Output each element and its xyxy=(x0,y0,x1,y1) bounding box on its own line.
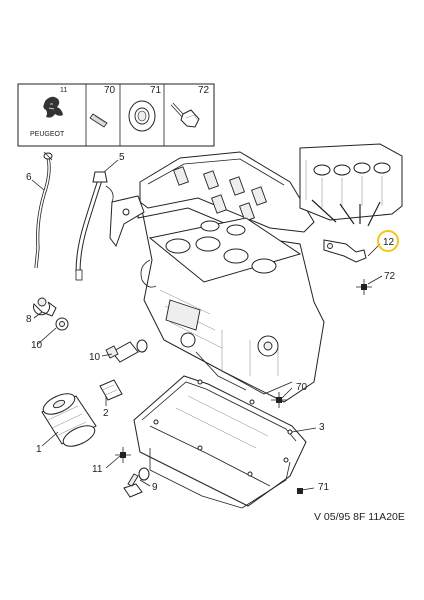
inset-crankcase xyxy=(299,143,403,227)
callout-8: 8 xyxy=(26,314,32,325)
pin-icon xyxy=(89,113,108,128)
legend-col-label-70: 70 xyxy=(104,85,116,96)
reference-code: V 05/95 8F 11A20E xyxy=(314,511,405,523)
callout-70: 70 xyxy=(296,382,308,393)
peugeot-lion-icon xyxy=(43,96,63,118)
legend-col-label-71: 71 xyxy=(150,85,162,96)
dipstick xyxy=(34,151,53,269)
highlight-ring xyxy=(377,230,399,252)
seal-washer-icon xyxy=(128,100,156,132)
callout-10-sensor: 10 xyxy=(31,340,43,351)
oil-sump xyxy=(133,375,307,509)
oil-filter xyxy=(41,393,97,447)
leader-lines xyxy=(31,159,383,491)
legend-col-label-11: 11 xyxy=(60,87,67,94)
legend-brand-text: PEUGEOT xyxy=(30,131,65,138)
assembly-markers xyxy=(115,279,372,494)
callout-12: 12 xyxy=(383,237,395,248)
legend-col-label-72: 72 xyxy=(198,85,210,96)
piston-oil-jet xyxy=(323,239,367,263)
callout-labels: 1 2 3 5 6 8 9 10 10 11 12 70 71 72 xyxy=(26,152,396,493)
callout-11: 11 xyxy=(92,464,103,475)
callout-72: 72 xyxy=(384,271,396,282)
callout-5: 5 xyxy=(119,152,125,163)
callout-2: 2 xyxy=(103,408,109,419)
engine-block xyxy=(109,151,325,403)
oil-pressure-switch xyxy=(105,339,148,363)
callout-3: 3 xyxy=(319,422,325,433)
callout-71: 71 xyxy=(318,482,330,493)
legend-box: 11 70 71 72 PEUGEOT xyxy=(17,83,215,147)
flange-bolt-icon xyxy=(170,102,200,128)
oil-level-sensor xyxy=(33,297,69,331)
drain-plug xyxy=(123,467,150,498)
callout-10-switch: 10 xyxy=(89,352,101,363)
filter-union xyxy=(99,379,123,401)
callout-6: 6 xyxy=(26,172,32,183)
dipstick-guide-tube xyxy=(75,171,117,281)
callout-9: 9 xyxy=(152,482,158,493)
callout-1: 1 xyxy=(36,444,42,455)
